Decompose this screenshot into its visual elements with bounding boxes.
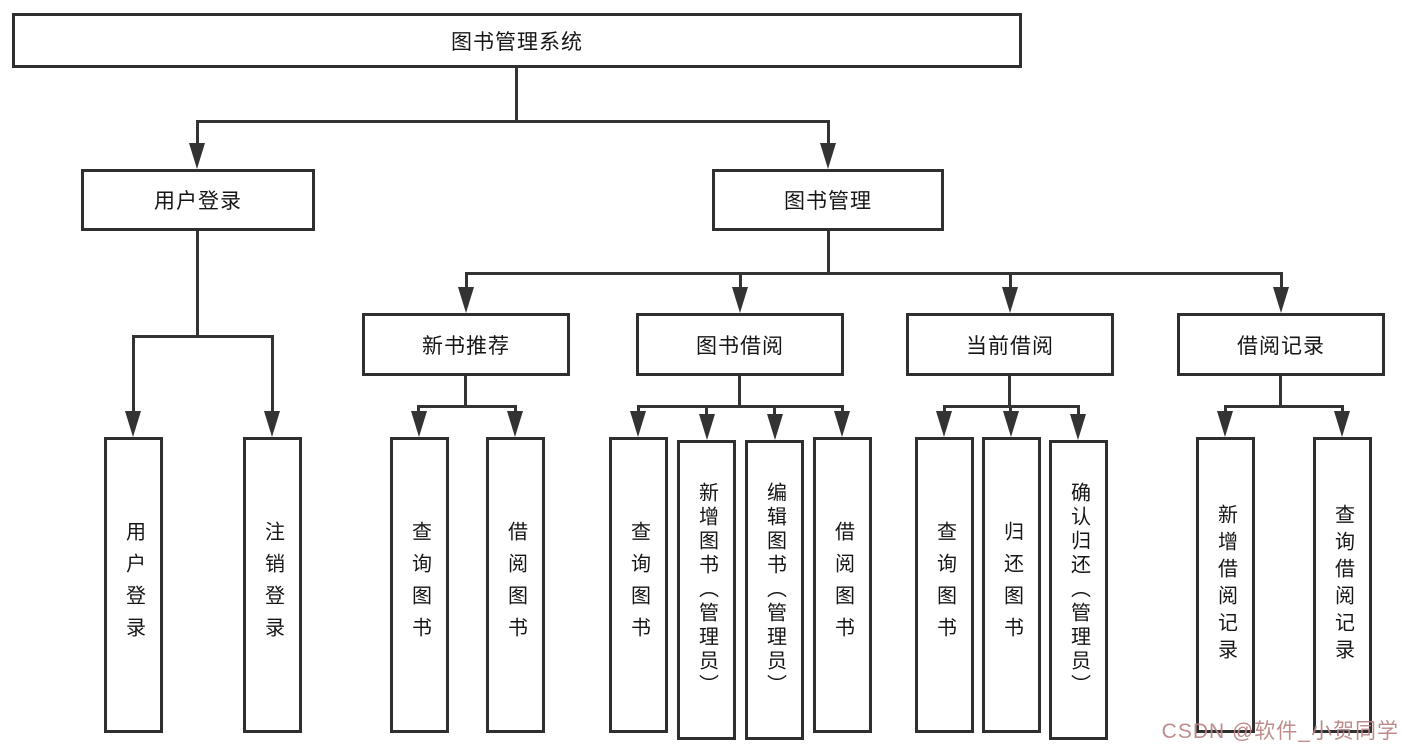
arrow-down-borrow-leaf-3	[767, 414, 783, 440]
arrow-down-borrow-leaf-2	[699, 414, 715, 440]
arrow-down-recommend-leaf-2	[507, 411, 523, 437]
connector-records-drop-2	[1341, 405, 1344, 414]
connector-login-riser	[196, 231, 199, 335]
connector-mgmt-riser	[827, 231, 830, 272]
arrow-down-current-leaf-1	[936, 411, 952, 437]
leaf-user-login-label: 用户登录	[122, 521, 145, 649]
arrow-down-records-leaf-2	[1334, 411, 1350, 437]
leaf-records-query-record-label: 查询借阅记录	[1331, 504, 1354, 666]
connector-recommend-drop-2	[514, 405, 517, 414]
connector-root-drop-right	[827, 120, 830, 146]
leaf-borrow-query-books: 查询图书	[609, 437, 668, 733]
leaf-records-add-record: 新增借阅记录	[1196, 437, 1255, 733]
node-new-book-recommend: 新书推荐	[362, 313, 570, 376]
leaf-current-confirm-return-admin: 确认归还（管理员）	[1049, 440, 1108, 740]
arrow-down-records-leaf-1	[1217, 411, 1233, 437]
leaf-borrow-query-books-label: 查询图书	[627, 521, 650, 649]
connector-borrow-hline	[637, 405, 843, 408]
connector-borrow-drop-4	[841, 405, 844, 414]
connector-borrow-drop-2	[705, 405, 708, 417]
leaf-current-query-books-label: 查询图书	[933, 521, 956, 649]
connector-current-drop-2	[1009, 405, 1012, 414]
node-borrow-records: 借阅记录	[1177, 313, 1385, 376]
connector-borrow-drop-1	[637, 405, 640, 414]
node-new-book-recommend-label: 新书推荐	[422, 334, 510, 358]
connector-borrow-drop-3	[773, 405, 776, 417]
leaf-recommend-borrow-books: 借阅图书	[486, 437, 545, 733]
connector-current-drop-3	[1077, 405, 1080, 417]
node-current-borrow: 当前借阅	[906, 313, 1114, 376]
leaf-borrow-edit-books-admin-label: 编辑图书（管理员）	[763, 482, 786, 698]
node-root-label: 图书管理系统	[451, 30, 583, 54]
arrow-down-current	[1002, 287, 1018, 313]
node-user-login: 用户登录	[81, 169, 315, 231]
leaf-borrow-borrow-books-label: 借阅图书	[831, 521, 854, 649]
leaf-current-query-books: 查询图书	[915, 437, 974, 733]
connector-mgmt-drop-3	[1009, 272, 1012, 288]
leaf-current-return-books-label: 归还图书	[1000, 521, 1023, 649]
leaf-current-return-books: 归还图书	[982, 437, 1041, 733]
connector-records-hline	[1224, 405, 1343, 408]
csdn-watermark: CSDN @软件_小贺同学	[1161, 720, 1399, 743]
connector-recommend-hline	[417, 405, 516, 408]
leaf-user-login: 用户登录	[104, 437, 163, 733]
node-book-borrow: 图书借阅	[636, 313, 844, 376]
arrow-down-login-leaf-2	[264, 411, 280, 437]
connector-root-hline	[196, 120, 830, 123]
leaf-current-confirm-return-admin-label: 确认归还（管理员）	[1067, 482, 1090, 698]
connector-login-hline	[132, 335, 273, 338]
leaf-recommend-query-books: 查询图书	[390, 437, 449, 733]
leaf-borrow-add-books-admin-label: 新增图书（管理员）	[695, 482, 718, 698]
connector-login-drop-2	[271, 335, 274, 413]
arrow-down-user-login	[189, 143, 205, 169]
leaf-borrow-add-books-admin: 新增图书（管理员）	[677, 440, 736, 740]
arrow-down-current-leaf-2	[1003, 411, 1019, 437]
leaf-records-add-record-label: 新增借阅记录	[1214, 504, 1237, 666]
node-book-mgmt-label: 图书管理	[784, 190, 872, 213]
leaf-records-query-record: 查询借阅记录	[1313, 437, 1372, 733]
connector-mgmt-drop-2	[739, 272, 742, 288]
connector-login-drop-1	[132, 335, 135, 413]
connector-current-drop-1	[943, 405, 946, 414]
node-current-borrow-label: 当前借阅	[966, 334, 1054, 358]
leaf-recommend-borrow-books-label: 借阅图书	[504, 521, 527, 649]
leaf-borrow-edit-books-admin: 编辑图书（管理员）	[745, 440, 804, 740]
connector-mgmt-drop-4	[1280, 272, 1283, 288]
arrow-down-recommend-leaf-1	[411, 411, 427, 437]
arrow-down-records	[1273, 287, 1289, 313]
connector-borrow-riser	[738, 376, 741, 405]
node-user-login-label: 用户登录	[154, 190, 242, 213]
arrow-down-current-leaf-3	[1070, 414, 1086, 440]
leaf-borrow-borrow-books: 借阅图书	[813, 437, 872, 733]
connector-mgmt-drop-1	[465, 272, 468, 288]
connector-recommend-drop-1	[417, 405, 420, 414]
connector-records-drop-1	[1224, 405, 1227, 414]
node-borrow-records-label: 借阅记录	[1237, 334, 1325, 358]
arrow-down-borrow-leaf-4	[834, 411, 850, 437]
arrow-down-book-mgmt	[820, 143, 836, 169]
leaf-logout-label: 注销登录	[261, 521, 284, 649]
arrow-down-borrow	[732, 287, 748, 313]
leaf-recommend-query-books-label: 查询图书	[408, 521, 431, 649]
connector-root-riser	[515, 68, 518, 120]
leaf-logout: 注销登录	[243, 437, 302, 733]
node-book-borrow-label: 图书借阅	[696, 334, 784, 358]
node-root: 图书管理系统	[12, 13, 1022, 68]
connector-current-riser	[1008, 376, 1011, 405]
connector-records-riser	[1279, 376, 1282, 405]
arrow-down-login-leaf-1	[125, 411, 141, 437]
connector-recommend-riser	[464, 376, 467, 405]
connector-mgmt-hline	[465, 272, 1282, 275]
arrow-down-borrow-leaf-1	[630, 411, 646, 437]
connector-root-drop-left	[196, 120, 199, 146]
node-book-mgmt: 图书管理	[712, 169, 944, 231]
arrow-down-recommend	[458, 287, 474, 313]
